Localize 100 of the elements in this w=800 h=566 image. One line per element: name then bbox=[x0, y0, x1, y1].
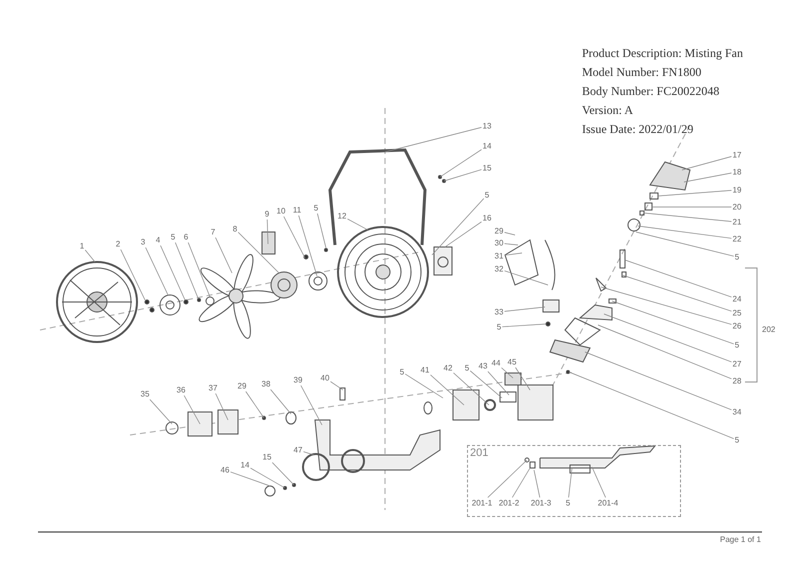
leader-line bbox=[150, 399, 172, 424]
leader-line bbox=[592, 466, 606, 498]
callout-number: 36 bbox=[176, 386, 186, 394]
callout-number: 16 bbox=[482, 214, 492, 222]
callout-number: 44 bbox=[492, 358, 500, 368]
leader-line bbox=[624, 260, 732, 298]
leader-line bbox=[272, 462, 294, 486]
leader-line bbox=[512, 468, 530, 498]
group-number: 202 bbox=[762, 325, 776, 334]
leader-line bbox=[501, 367, 514, 378]
callout-number: 29 bbox=[494, 226, 504, 236]
callout-number: 18 bbox=[732, 168, 742, 176]
leader-line bbox=[215, 393, 228, 420]
leader-line bbox=[515, 367, 530, 390]
page-number: Page 1 of 1 bbox=[720, 535, 761, 544]
callout-number: 39 bbox=[294, 376, 302, 384]
leader-line bbox=[250, 468, 286, 488]
callout-number: 201-3 bbox=[530, 498, 552, 508]
leader-line bbox=[684, 172, 732, 182]
leader-line bbox=[174, 242, 198, 298]
leader-line bbox=[644, 212, 732, 222]
callout-number: 5 bbox=[484, 190, 490, 200]
leader-line bbox=[652, 206, 732, 208]
callout-number: 5 bbox=[314, 204, 318, 212]
callout-number: 10 bbox=[276, 206, 286, 216]
leader-line bbox=[283, 216, 306, 258]
callout-number: 12 bbox=[338, 212, 346, 220]
leader-line bbox=[504, 306, 546, 312]
callout-number: 35 bbox=[140, 390, 150, 398]
leader-line bbox=[270, 389, 292, 414]
header-text: Product Description: Misting Fan bbox=[582, 46, 743, 61]
callout-number: 22 bbox=[732, 234, 742, 244]
leader-line bbox=[330, 381, 344, 390]
leader-line bbox=[534, 470, 540, 498]
leader-line bbox=[584, 352, 732, 410]
callout-number: 5 bbox=[170, 232, 176, 242]
header-text: Model Number: FN1800 bbox=[582, 65, 702, 80]
callout-number: 41 bbox=[420, 366, 430, 374]
callout-number: 5 bbox=[734, 436, 740, 444]
callout-number: 25 bbox=[732, 308, 742, 318]
leader-line bbox=[504, 232, 516, 236]
leader-line bbox=[430, 374, 464, 406]
callout-number: 201-4 bbox=[598, 498, 618, 508]
callout-number: 30 bbox=[494, 238, 504, 248]
header-text: Body Number: FC20022048 bbox=[582, 84, 720, 99]
callout-number: 17 bbox=[732, 150, 742, 160]
leader-line bbox=[658, 190, 732, 196]
callout-number: 40 bbox=[320, 374, 330, 382]
callout-number: 37 bbox=[208, 384, 218, 392]
callout-number: 29 bbox=[238, 382, 246, 390]
callout-number: 46 bbox=[220, 466, 230, 474]
callout-number: 9 bbox=[264, 210, 270, 218]
callout-number: 7 bbox=[210, 228, 216, 236]
callout-number: 8 bbox=[232, 224, 238, 234]
group-number: 201 bbox=[470, 447, 488, 459]
callout-number: 38 bbox=[262, 380, 270, 388]
leader-line bbox=[160, 245, 186, 300]
leader-line bbox=[238, 232, 280, 274]
leader-line bbox=[188, 242, 210, 298]
leader-line bbox=[598, 324, 732, 380]
leader-line bbox=[303, 451, 314, 456]
callout-number: 20 bbox=[732, 202, 742, 212]
leader-line bbox=[504, 243, 518, 246]
leader-line bbox=[145, 247, 168, 296]
header-text: Version: A bbox=[582, 103, 633, 118]
callout-number: 5 bbox=[734, 340, 740, 350]
callout-number: 5 bbox=[400, 368, 404, 376]
callout-number: 28 bbox=[732, 376, 742, 386]
leader-line bbox=[298, 215, 318, 276]
callout-number: 19 bbox=[732, 186, 742, 194]
leader-line bbox=[444, 169, 482, 182]
callout-number: 26 bbox=[732, 322, 742, 330]
leader-line bbox=[317, 213, 326, 248]
leader-line bbox=[245, 391, 264, 418]
callout-number: 1 bbox=[80, 242, 84, 250]
leader-line bbox=[504, 252, 522, 256]
leader-line bbox=[444, 221, 482, 248]
callout-number: 14 bbox=[240, 460, 250, 470]
leader-line bbox=[470, 370, 502, 398]
leader-line bbox=[347, 218, 368, 230]
callout-number: 5 bbox=[566, 498, 570, 508]
leader-line bbox=[622, 274, 732, 312]
callout-number: 5 bbox=[464, 364, 470, 372]
leader-line bbox=[568, 372, 734, 440]
leader-line bbox=[184, 395, 200, 424]
callout-number: 43 bbox=[478, 362, 488, 370]
leader-line bbox=[502, 324, 546, 328]
leader-line bbox=[638, 226, 732, 239]
callout-number: 24 bbox=[732, 294, 742, 304]
callout-number: 15 bbox=[262, 452, 272, 462]
leader-line bbox=[604, 314, 732, 362]
leader-line bbox=[300, 385, 322, 426]
callout-number: 47 bbox=[294, 446, 302, 454]
callout-number: 201-2 bbox=[498, 498, 520, 508]
callout-number: 2 bbox=[116, 240, 120, 248]
leader-line bbox=[600, 286, 732, 325]
leader-line bbox=[612, 300, 734, 344]
callout-number: 34 bbox=[732, 408, 742, 416]
callout-number: 11 bbox=[292, 206, 302, 214]
leader-line bbox=[504, 270, 548, 286]
